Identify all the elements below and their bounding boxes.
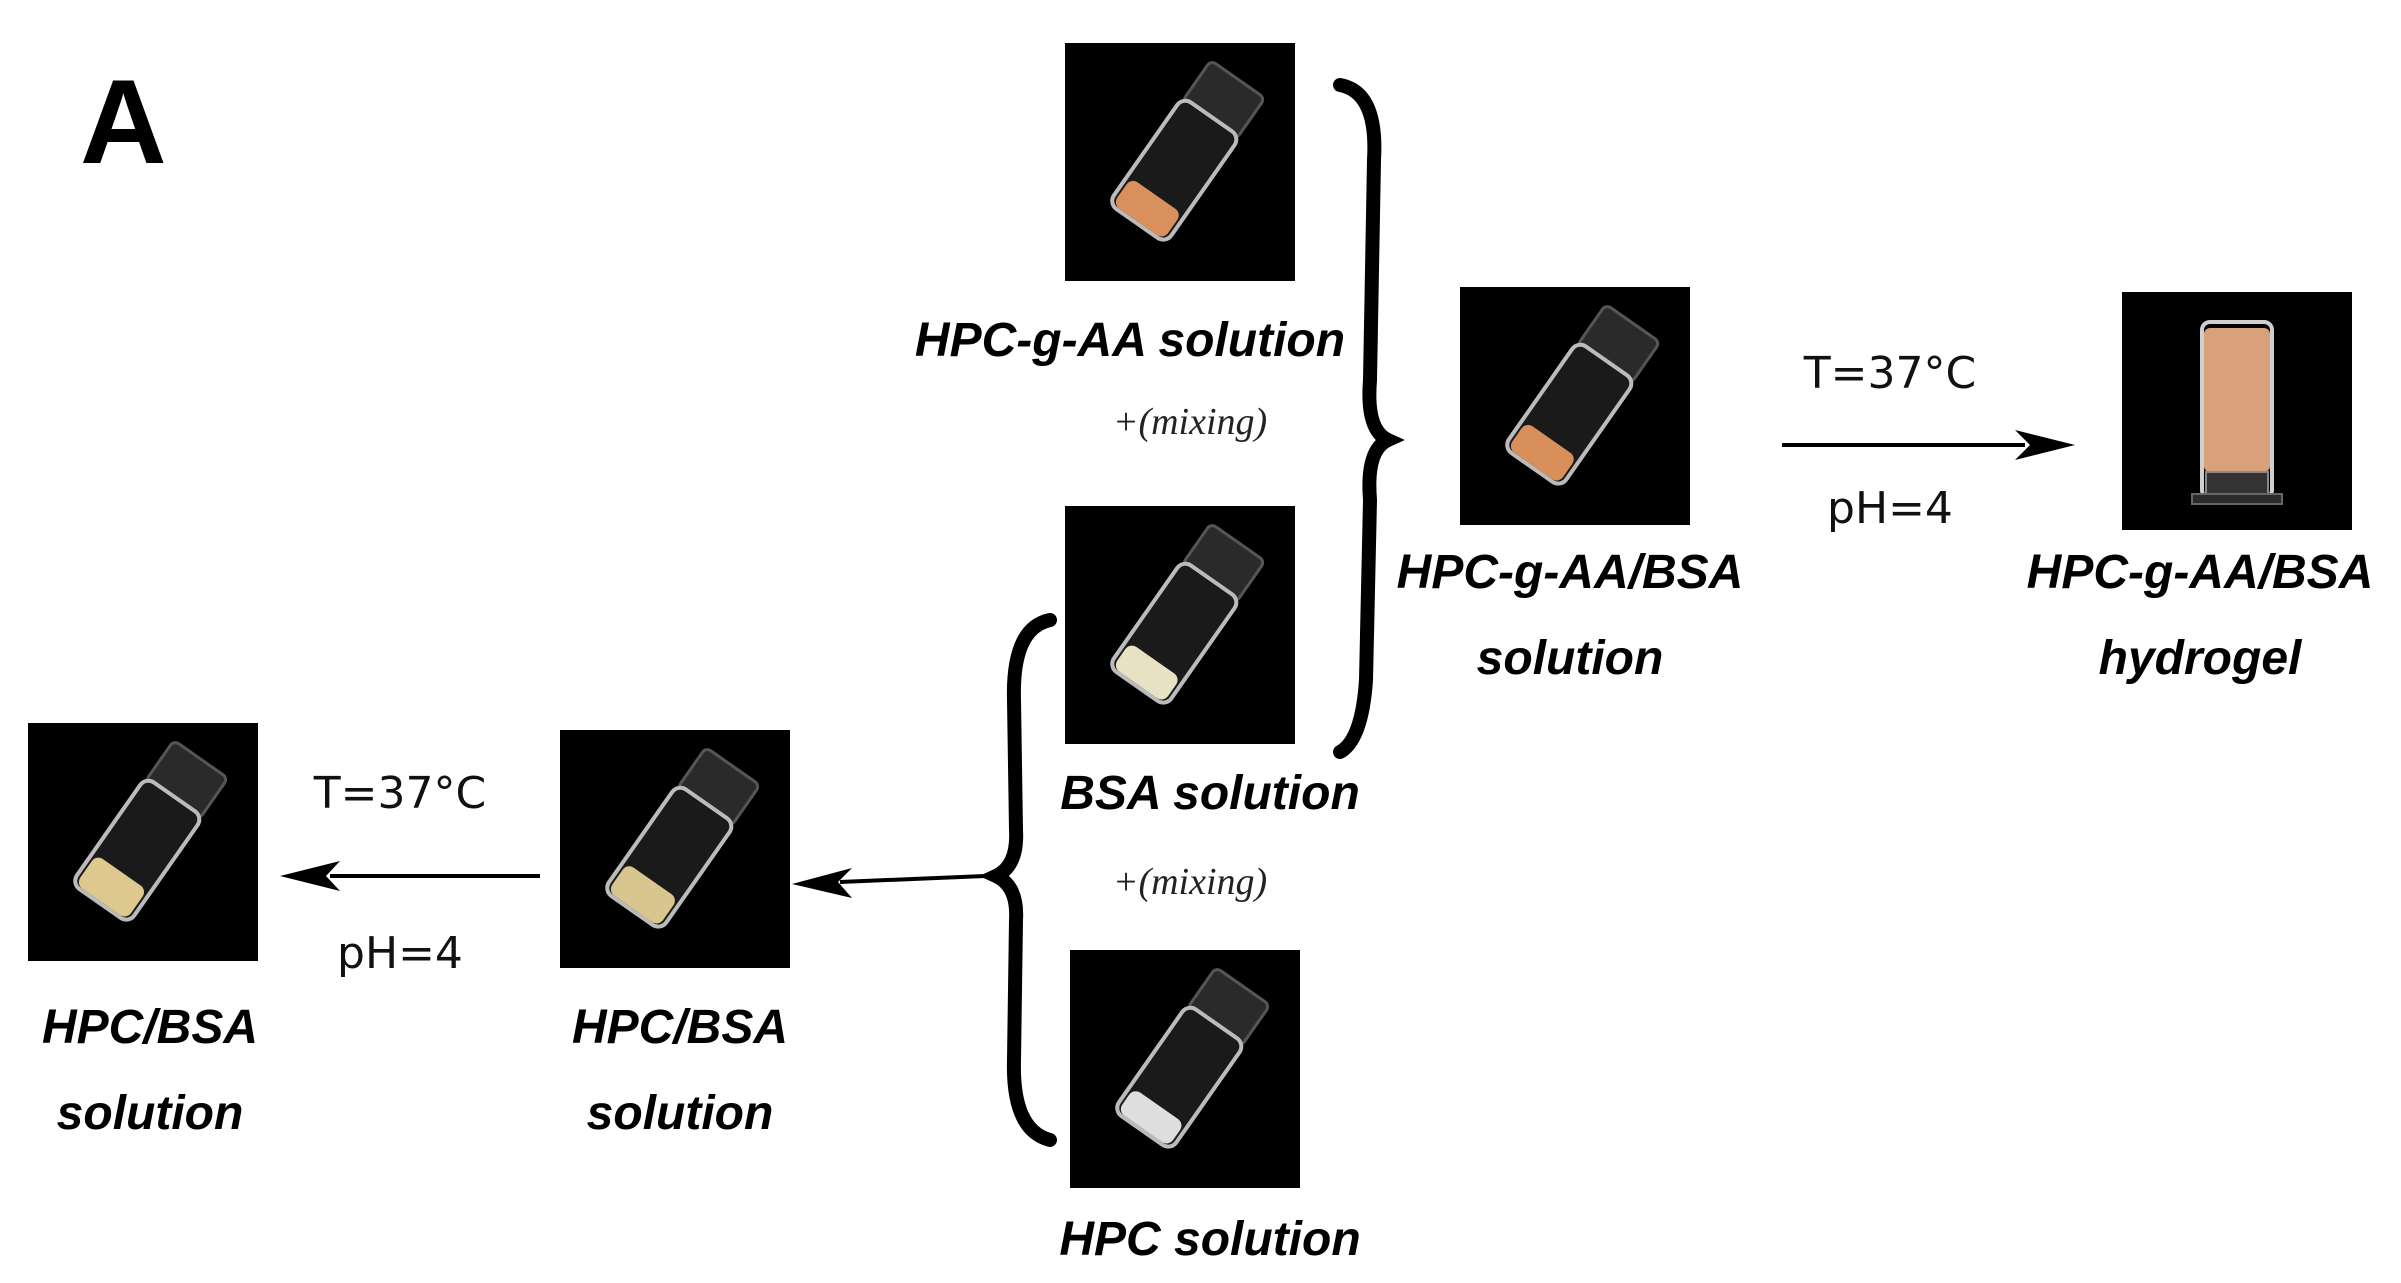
bsa-vial-photo [1065, 506, 1295, 744]
right-ph-condition: pH=4 [1827, 483, 1953, 534]
hpc-bsa-middle-label: HPC/BSA solution [520, 985, 840, 1158]
inverted-vial-icon [2191, 320, 2283, 505]
mixing-label-upper: +(mixing) [1112, 401, 1268, 443]
vial-icon [1505, 305, 1660, 486]
vial-icon [73, 741, 228, 922]
vial-icon [605, 748, 760, 929]
hpc-bsa-middle-vial-photo [560, 730, 790, 968]
label-line: hydrogel [2098, 632, 2302, 686]
vial-icon [1115, 968, 1270, 1149]
right-temperature-condition: T=37°C [1803, 348, 1977, 399]
panel-letter: A [80, 55, 167, 189]
label-line: HPC-g-AA/BSA [1396, 546, 1744, 599]
hpc-g-aa-vial-photo [1065, 43, 1295, 281]
vial-icon [1110, 61, 1265, 242]
hpc-g-aa-bsa-solution-vial-photo [1460, 287, 1690, 525]
hpc-bsa-left-vial-photo [28, 723, 258, 961]
hpc-g-aa-bsa-solution-label: HPC-g-AA/BSA solution [1360, 530, 1780, 703]
hpc-bsa-left-label: HPC/BSA solution [0, 985, 300, 1158]
left-temperature-condition: T=37°C [313, 768, 487, 819]
hydrogel-label: HPC-g-AA/BSA hydrogel [2010, 530, 2390, 703]
label-line: HPC-g-AA/BSA [2026, 546, 2374, 599]
far-left-arrow [280, 861, 540, 891]
label-line: HPC/BSA [571, 1001, 789, 1054]
right-arrow [1782, 430, 2075, 460]
label-line: solution [586, 1087, 774, 1141]
hydrogel-vial-photo [2122, 292, 2352, 530]
vial-icon [1110, 524, 1265, 705]
label-line: solution [1476, 632, 1664, 686]
bsa-solution-label: BSA solution [1060, 767, 1360, 820]
label-line: solution [56, 1087, 244, 1141]
left-ph-condition: pH=4 [337, 928, 463, 979]
middle-left-arrow [792, 868, 986, 898]
mixing-label-lower: +(mixing) [1112, 861, 1268, 903]
hpc-solution-label: HPC solution [1059, 1213, 1361, 1266]
hpc-vial-photo [1070, 950, 1300, 1188]
label-line: HPC/BSA [41, 1001, 259, 1054]
hpc-g-aa-solution-label: HPC-g-AA solution [914, 314, 1346, 367]
